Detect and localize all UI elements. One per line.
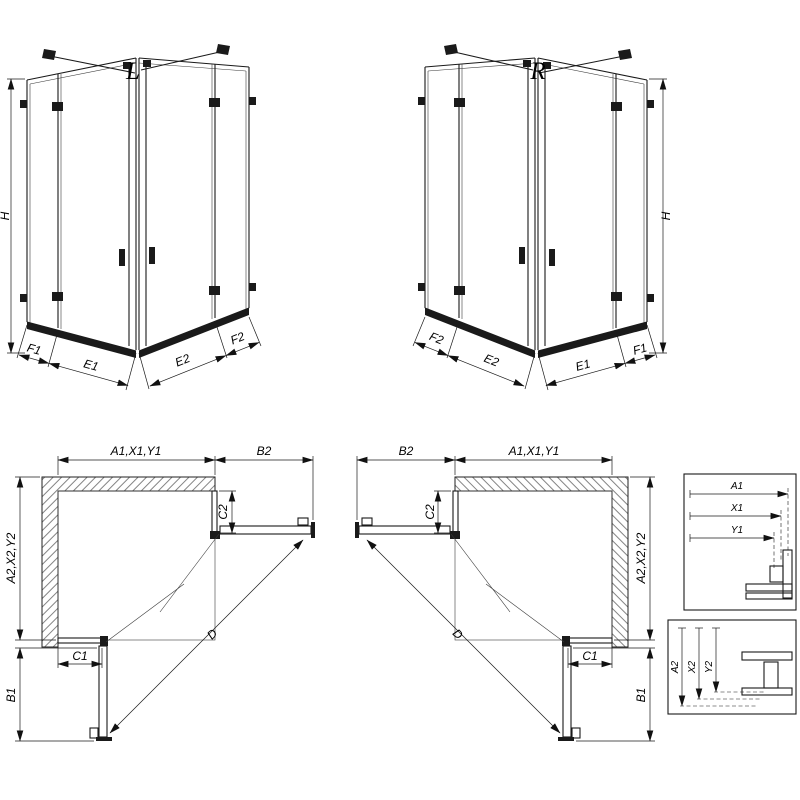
- variant-label-left: L: [125, 58, 140, 85]
- dim-label-e1-right: E1: [574, 356, 592, 373]
- wall-profile-section-icon: [745, 549, 793, 600]
- floor-profile-section-icon: [741, 651, 793, 696]
- detail-h-label-y1: Y1: [731, 525, 743, 536]
- plan-left-dim-a2: A2,X2,Y2: [4, 532, 18, 584]
- detail-box-horizontal: [683, 473, 797, 611]
- plan-right-dim-a1: A1,X1,Y1: [508, 444, 560, 458]
- plan-right-dim-c1: C1: [582, 649, 597, 663]
- dim-label-height-right: H: [659, 211, 673, 220]
- plan-right-dim-c2: C2: [423, 504, 437, 520]
- plan-view-left-geometry: [15, 456, 315, 741]
- plan-right-dim-b2: B2: [399, 444, 414, 458]
- variant-label-right: R: [529, 58, 545, 85]
- detail-h-label-x1: X1: [730, 503, 743, 514]
- dim-label-f1-left: F1: [25, 341, 42, 358]
- dim-label-f2-left: F2: [228, 329, 247, 347]
- detail-box-vertical: [667, 619, 797, 715]
- plan-right-dim-b1: B1: [634, 688, 648, 703]
- plan-left-dim-b2: B2: [257, 444, 272, 458]
- detail-v-label-x2: X2: [687, 660, 698, 674]
- dim-label-f1-right: F1: [631, 341, 648, 358]
- detail-v-label-a2: A2: [670, 660, 681, 674]
- dim-label-e1-left: E1: [82, 356, 100, 373]
- plan-left-dim-c2: C2: [216, 504, 230, 520]
- plan-left-dim-b1: B1: [4, 688, 18, 703]
- dim-label-height-left: H: [0, 211, 12, 220]
- dim-label-f2-right: F2: [427, 329, 446, 347]
- plan-left-dim-c1: C1: [72, 649, 87, 663]
- plan-right-dim-a2: A2,X2,Y2: [634, 532, 648, 584]
- plan-left-dim-a1: A1,X1,Y1: [110, 444, 162, 458]
- detail-h-label-a1: A1: [730, 481, 743, 492]
- perspective-view-left-geometry: [7, 44, 261, 390]
- plan-view-right-geometry: [355, 456, 655, 741]
- dim-label-e2-right: E2: [482, 351, 501, 370]
- perspective-view-right-geometry: [413, 44, 667, 390]
- detail-v-label-y2: Y2: [704, 660, 715, 673]
- dim-label-e2-left: E2: [173, 351, 192, 370]
